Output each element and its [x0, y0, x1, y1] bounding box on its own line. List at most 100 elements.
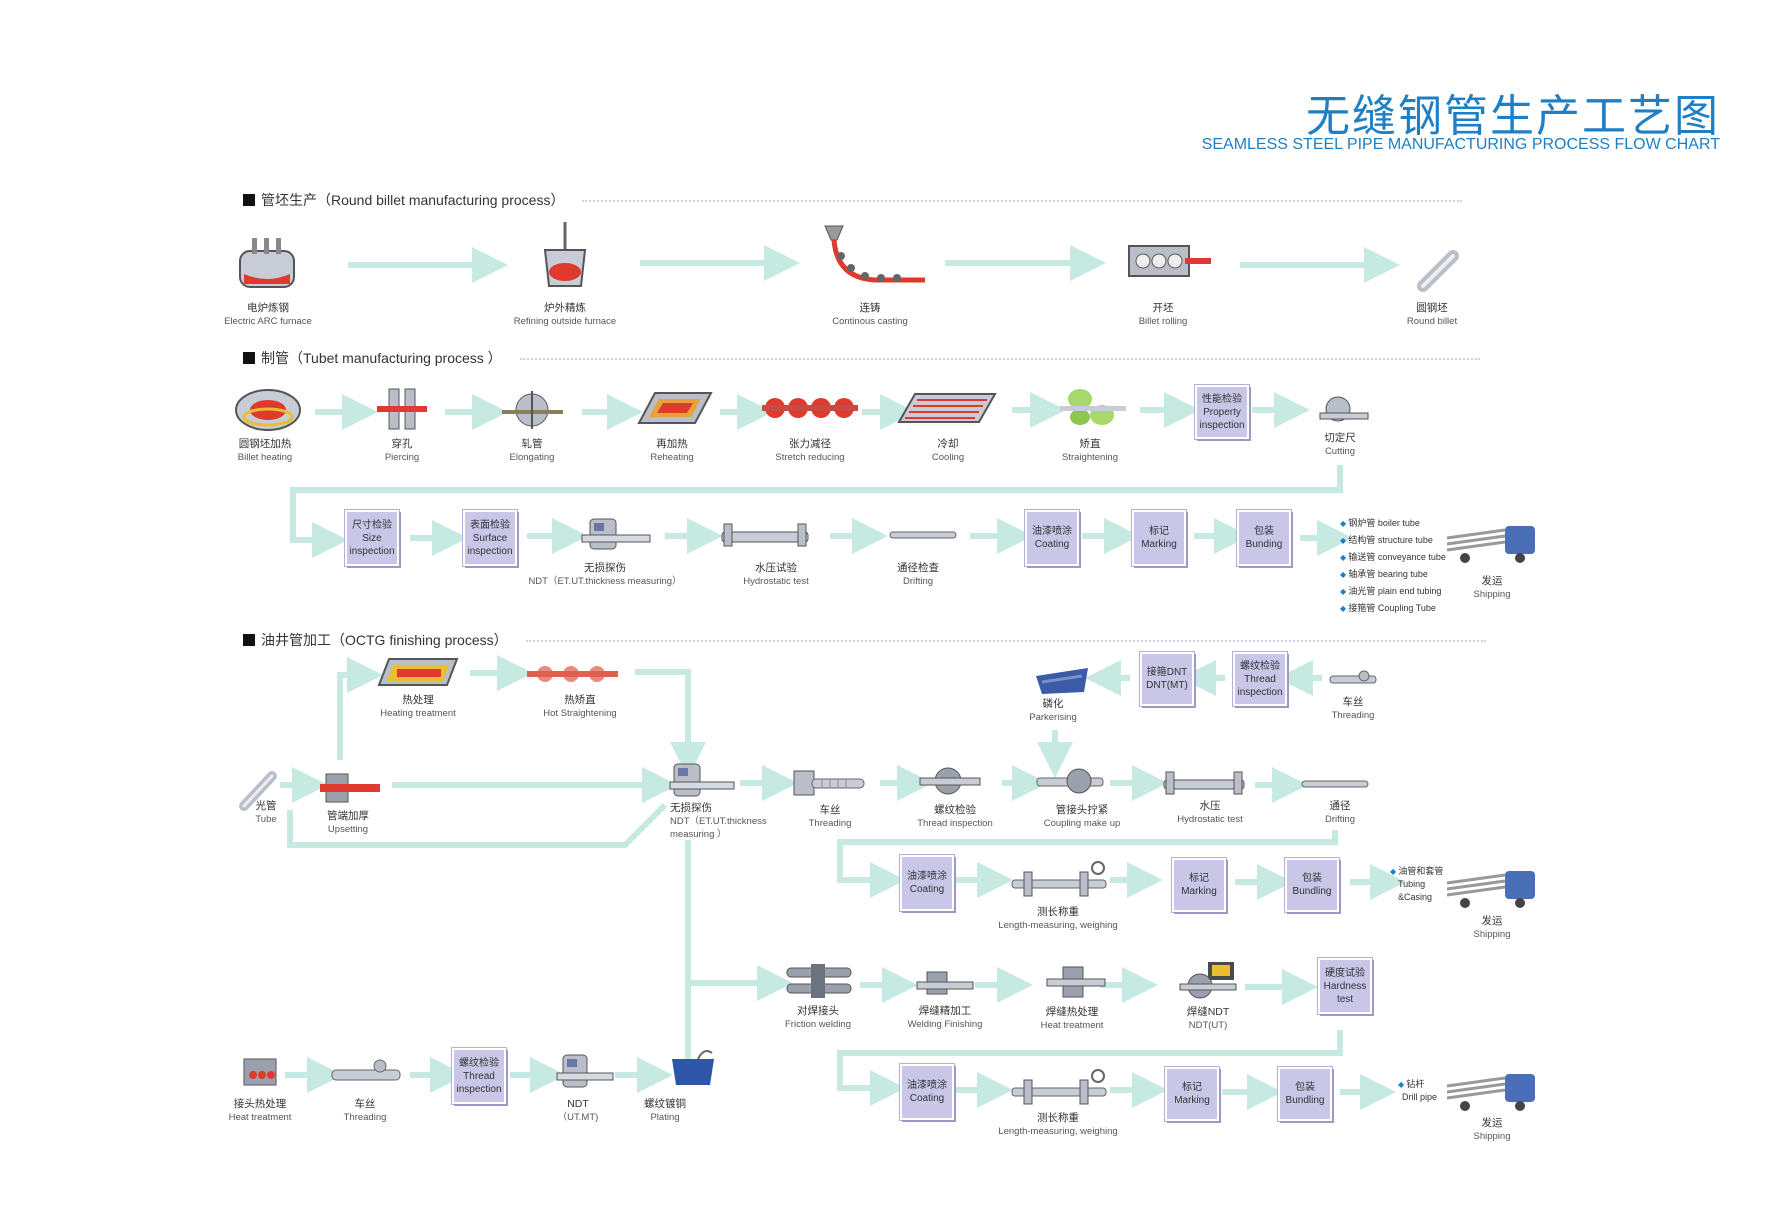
step-coupling-threading: 车丝 Threading — [344, 1098, 387, 1124]
hot-straightening-icon — [527, 666, 618, 682]
divider — [582, 200, 1463, 202]
step-straightening: 矫直 Straightening — [1062, 438, 1118, 464]
step-cn-label: 接头热处理 — [233, 1098, 287, 1110]
step-en-label: Cutting — [1324, 446, 1356, 457]
arrow — [290, 465, 1343, 558]
step-cn-label: 焊缝热处理 — [1045, 1006, 1099, 1018]
hydrostatic-test-icon — [721, 523, 809, 547]
box-en-label: DNT(MT) — [1146, 680, 1188, 691]
box-cn-label: 接箍DNT — [1146, 667, 1188, 678]
ndt-machine-icon — [581, 518, 651, 550]
step-drill-length-weighing: 测长称重 Length-measuring, weighing — [998, 1112, 1117, 1138]
step-cn-label: 磷化 — [1042, 698, 1064, 710]
step-cn-label: 发运 — [1481, 915, 1503, 927]
coating-box: 油漆喷涂 Coating — [1025, 510, 1079, 566]
friction-welding-icon — [786, 964, 852, 998]
section-marker — [243, 194, 255, 206]
truck-icon — [1446, 871, 1535, 908]
step-en-label: NDT(UT) — [1188, 1020, 1228, 1031]
box-cn-label: 油漆喷涂 — [907, 871, 947, 882]
box-en-label: Marking — [1181, 886, 1217, 897]
step-cn-label: 开坯 — [1152, 302, 1174, 314]
cutting-saw-icon — [1319, 396, 1369, 422]
plating-tank-icon — [672, 1050, 714, 1085]
box-en-label: test — [1336, 993, 1354, 1005]
step-en-label: Plating — [650, 1112, 680, 1123]
arrow — [837, 1030, 1343, 1106]
divider — [519, 358, 1480, 360]
surface-inspection-box: 表面检验 Surface inspection — [463, 510, 517, 566]
step-cn-label: 发运 — [1481, 575, 1503, 587]
step-en-label: Straightening — [1062, 452, 1118, 463]
step-upsetting: 管端加厚 Upsetting — [327, 810, 369, 836]
step-parkerising: 磷化 Parkerising — [1029, 698, 1077, 724]
list-item: 接箍管 Coupling Tube — [1340, 600, 1446, 617]
coupling-heat-treatment-icon — [243, 1058, 277, 1086]
drifting-icon — [889, 531, 957, 539]
step-cn-label: 车丝 — [1342, 696, 1364, 708]
ladle-refining-icon — [543, 222, 587, 287]
step-cn-label: NDT — [567, 1098, 589, 1110]
step-en-label: Elongating — [509, 452, 555, 463]
weld-ndt-icon — [1179, 962, 1237, 999]
box-en-label: Bunding — [1245, 539, 1283, 550]
step-cutting: 切定尺 Cutting — [1324, 432, 1356, 458]
list-item: 结构管 structure tube — [1340, 532, 1446, 549]
upsetting-icon — [320, 773, 380, 803]
box-cn-label: 硬度试验 — [1325, 967, 1365, 979]
step-length-weighing: 测长称重 Length-measuring, weighing — [998, 906, 1117, 932]
step-cn-label: 热处理 — [402, 694, 434, 706]
step-cn-label: 管端加厚 — [327, 810, 369, 822]
step-cn-label: 水压试验 — [755, 562, 797, 574]
property-inspection-box: 性能检验 Property inspection — [1195, 385, 1249, 439]
list-item: 输送管 conveyance tube — [1340, 549, 1446, 566]
drill-pipe-label: 钻杆 Drill pipe — [1398, 1078, 1437, 1104]
step-en-label: Length-measuring, weighing — [998, 920, 1118, 931]
octg-drifting-icon — [1301, 780, 1369, 788]
step-en-label: Drifting — [1324, 814, 1356, 825]
section-octg-header: 油井管加工（OCTG finishing process） — [243, 630, 1486, 650]
box-cn-label: 性能检验 — [1202, 393, 1242, 405]
step-stretch-reducing: 张力减径 Stretch reducing — [775, 438, 844, 464]
stretch-reducing-icon — [762, 398, 858, 418]
arrow — [287, 802, 668, 848]
arrow — [635, 669, 706, 778]
list-item: 油光管 plain end tubing — [1340, 583, 1446, 600]
piercing-icon — [377, 388, 427, 430]
step-en-label: Upsetting — [327, 824, 369, 835]
step-cn-label: 螺纹镀铜 — [644, 1098, 686, 1110]
tubing-casing-label: 油管和套管 Tubing &Casing — [1390, 865, 1443, 904]
step-hydrostatic: 水压试验 Hydrostatic test — [743, 562, 808, 588]
threading-top-icon — [1329, 670, 1377, 684]
step-en-label: Piercing — [384, 452, 420, 463]
step-cn-label: 无损探伤 — [583, 562, 626, 574]
step-cn-label: 无损探伤 — [670, 802, 712, 814]
step-cn-label: 炉外精炼 — [544, 302, 586, 314]
welding-finishing-icon — [916, 971, 974, 995]
marking-box: 标记 Marking — [1132, 510, 1186, 566]
product-label: Drill pipe — [1402, 1092, 1438, 1102]
step-tubing-shipping: 发运 Shipping — [1474, 915, 1511, 941]
step-cn-label: 圆钢坯加热 — [238, 438, 292, 450]
section-tube-header: 制管（Tubet manufacturing process ） — [243, 348, 1480, 368]
coupling-thread-inspection-box: 螺纹检验 Thread inspection — [452, 1048, 506, 1104]
box-en-label: Bundling — [1285, 1095, 1325, 1106]
box-cn-label: 表面检验 — [470, 519, 510, 531]
product-label: &Casing — [1398, 892, 1433, 902]
step-en-label: Parkerising — [1029, 712, 1077, 723]
heat-treatment-furnace-icon — [377, 658, 459, 686]
length-weighing-icon — [1011, 861, 1107, 897]
step-octg-hydrostatic: 水压 Hydrostatic test — [1177, 800, 1242, 826]
product-list: 钢炉管 boiler tube 结构管 structure tube 输送管 c… — [1340, 515, 1446, 617]
drill-bundling-box: 包装 Bundling — [1278, 1067, 1332, 1121]
arrow — [337, 657, 383, 760]
box-cn-label: 标记 — [1182, 1082, 1202, 1093]
product-label: 钻杆 — [1398, 1078, 1437, 1091]
box-en-label: Coating — [909, 884, 945, 895]
box-en-label: Surface — [472, 532, 508, 544]
step-en-label: measuring ） — [670, 829, 727, 840]
step-en-label: Threading — [1331, 710, 1375, 721]
step-en-label: Hydrostatic test — [1177, 814, 1243, 825]
step-en-label: Refining outside furnace — [513, 316, 617, 327]
box-cn-label: 标记 — [1189, 873, 1209, 884]
